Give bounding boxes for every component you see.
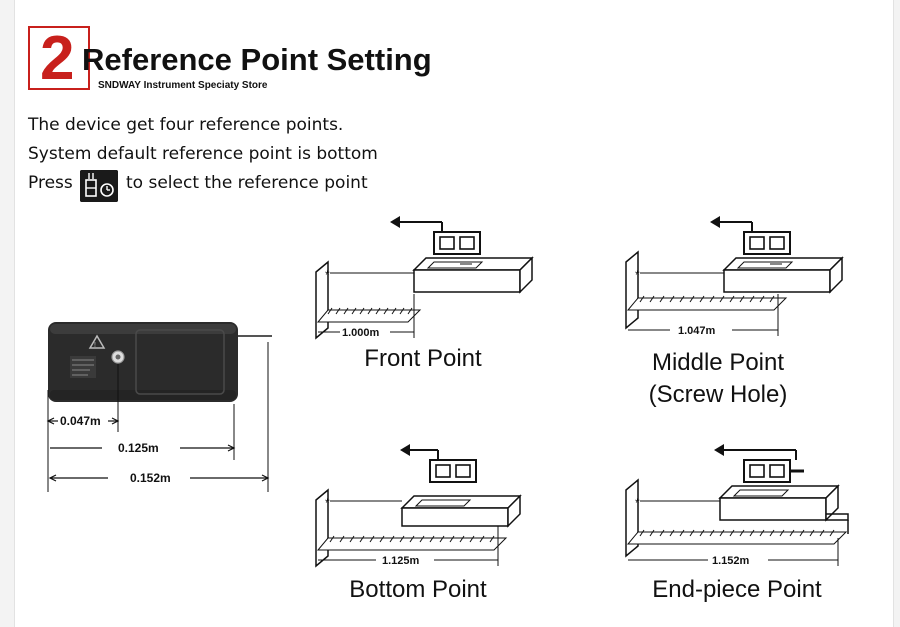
instruction-line-2: System default reference point is bottom: [28, 144, 378, 164]
store-name: SNDWAY Instrument Speciaty Store: [98, 80, 268, 91]
step-badge: [28, 26, 90, 90]
instruction-line-1: The device get four reference points.: [28, 115, 344, 135]
instruction-line-3: Press to select the reference point: [28, 170, 368, 202]
end-distance: 1.152m: [712, 555, 750, 567]
middle-distance: 1.047m: [678, 325, 716, 337]
caption-middle-point: Middle Point (Screw Hole): [608, 347, 828, 411]
caption-bottom-point: Bottom Point: [349, 576, 487, 603]
svg-text:*: *: [635, 268, 640, 282]
caption-middle-line2: (Screw Hole): [648, 381, 788, 408]
diagram-middle-point: * 1.047m: [625, 216, 844, 337]
step-number: 2: [40, 24, 75, 93]
svg-text:*: *: [325, 496, 330, 510]
reference-toggle-icon: [80, 170, 118, 202]
instruction-action-label: to select the reference point: [126, 173, 368, 193]
dim-front-label: 0.047m: [60, 414, 101, 428]
diagram-end-piece-point: * 1.152m: [625, 444, 849, 567]
bottom-distance: 1.125m: [382, 555, 420, 567]
svg-text:*: *: [325, 268, 330, 282]
dim-total-label: 0.152m: [130, 471, 171, 485]
svg-text:*: *: [635, 496, 640, 510]
front-distance: 1.000m: [342, 327, 380, 339]
device-diagram: ! 0.047m 0.125m 0.152m: [46, 322, 272, 492]
diagram-bottom-point: * 1.125m: [315, 444, 522, 568]
svg-text:!: !: [94, 342, 96, 349]
instruction-press-label: Press: [28, 173, 73, 193]
dim-middle-label: 0.125m: [118, 441, 159, 455]
caption-middle-line1: Middle Point: [651, 349, 785, 376]
diagram-front-point: * 1.000m: [315, 216, 534, 340]
page-title: Reference Point Setting: [82, 42, 432, 77]
caption-end-piece-point: End-piece Point: [652, 576, 822, 603]
caption-front-point: Front Point: [364, 345, 482, 372]
